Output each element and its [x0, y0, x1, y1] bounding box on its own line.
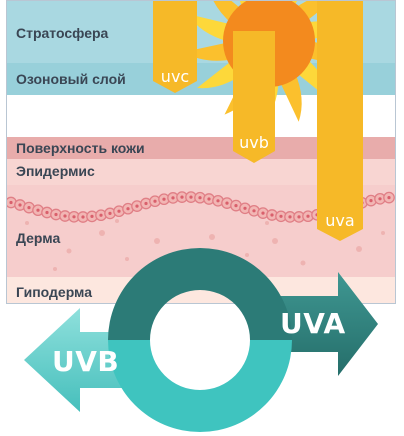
skin-surface-band [7, 137, 395, 159]
uvb-arrow-label: UVB [52, 345, 120, 378]
cell-nucleus [252, 209, 256, 213]
epidermis-label: Эпидермис [16, 163, 95, 179]
cell-nucleus [36, 208, 40, 212]
cell-nucleus [225, 201, 229, 205]
uvc-ray [153, 1, 197, 93]
uvb-ray-label: uvb [239, 133, 269, 152]
ozone-label: Озоновый слой [16, 71, 126, 87]
uvb-ring-half [108, 340, 292, 432]
cell-nucleus [378, 197, 382, 201]
cell-nucleus [234, 204, 238, 208]
cell-nucleus [144, 201, 148, 206]
hypodermis-label: Гиподерма [16, 284, 93, 300]
cell-nucleus [9, 200, 13, 205]
uva-ray [317, 1, 363, 241]
cell-nucleus [72, 215, 76, 219]
sun-rays-art [7, 1, 395, 274]
skin-surface-label: Поверхность кожи [16, 140, 145, 156]
cell-nucleus [189, 195, 193, 199]
cell-nucleus [117, 209, 121, 213]
uva-arrow-label: UVA [280, 307, 346, 340]
uvb-ray [233, 31, 275, 163]
cell-nucleus [27, 206, 31, 210]
cell-nucleus [270, 213, 274, 217]
cell-nucleus [90, 214, 94, 218]
cell-nucleus [54, 212, 58, 217]
cell-nucleus [306, 214, 310, 218]
sun-spike [279, 71, 302, 122]
uv-rays [153, 1, 363, 241]
cell-nucleus [243, 206, 247, 210]
cell-nucleus [279, 214, 283, 218]
uva-ray-label: uva [325, 211, 355, 230]
cell-nucleus [153, 199, 157, 203]
cell-nucleus [63, 214, 67, 218]
cell-nucleus [261, 211, 265, 215]
cell-nucleus [180, 195, 184, 199]
sun-spike [187, 13, 233, 42]
cell-nucleus [387, 196, 391, 200]
stratosphere-label: Стратосфера [16, 25, 109, 41]
cell-nucleus [162, 197, 166, 201]
cell-nucleus [135, 204, 139, 208]
cell-nucleus [171, 196, 175, 200]
cell-nucleus [198, 196, 202, 200]
dermis-label: Дерма [16, 230, 61, 246]
uvb-arrow [24, 308, 136, 412]
uva-ring-half [108, 248, 292, 340]
cell-nucleus [45, 210, 49, 215]
cell-nucleus [99, 213, 103, 217]
cell-nucleus [207, 197, 211, 201]
cell-nucleus [126, 207, 130, 211]
skin-layers-diagram: Стратосфера Озоновый слой Поверхность ко… [6, 0, 396, 304]
cell-nucleus [81, 215, 85, 219]
cell-nucleus [288, 215, 292, 219]
cell-nucleus [369, 199, 373, 203]
cell-nucleus [216, 199, 220, 203]
cell-nucleus [297, 215, 301, 219]
uvc-ray-label: uvc [160, 67, 190, 86]
cell-nucleus [18, 203, 22, 207]
cell-nucleus [108, 211, 112, 215]
